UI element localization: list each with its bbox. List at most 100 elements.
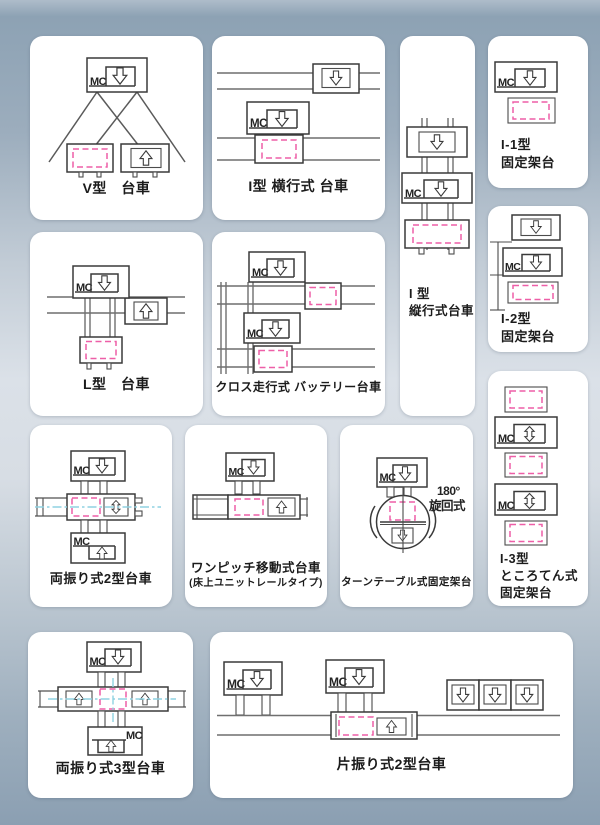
mc-label: MC bbox=[498, 433, 515, 445]
load-position-dashed-box bbox=[509, 390, 543, 409]
cross-rails bbox=[48, 91, 186, 163]
panel-double-swing-type3-cart: MC bbox=[28, 632, 193, 798]
panel-caption: ターンテーブル式固定架台 bbox=[341, 576, 472, 588]
mc-unit: MC bbox=[401, 172, 473, 204]
mc-label: MC bbox=[405, 188, 422, 200]
load-position-dashed-box bbox=[85, 340, 117, 360]
feet bbox=[78, 171, 158, 178]
load-carrier bbox=[507, 97, 556, 124]
mc-label: MC bbox=[250, 118, 267, 130]
waiting-unit-box bbox=[446, 679, 480, 711]
load-carrier bbox=[227, 494, 301, 520]
panel-caption-line1: ワンピッチ移動式台車 bbox=[190, 561, 321, 575]
load-position-dashed-box bbox=[509, 523, 543, 543]
mc-label: MC bbox=[90, 76, 107, 88]
panel-caption-line3: 固定架台 bbox=[500, 585, 553, 600]
mc-unit: MC bbox=[70, 450, 126, 482]
mc-unit: MC bbox=[87, 726, 143, 756]
mc-label: MC bbox=[126, 730, 143, 742]
panel-caption: 両振り式2型台車 bbox=[49, 571, 153, 586]
legs bbox=[337, 692, 373, 713]
panel-caption: I型 横行式 台車 bbox=[248, 178, 349, 194]
arrow-bracket bbox=[241, 458, 266, 476]
rotation-arc-icon bbox=[369, 505, 378, 539]
rotation-note-degrees: 180° bbox=[437, 484, 461, 498]
arrow-bracket bbox=[90, 273, 119, 292]
one-pitch-diagram: MC bbox=[192, 452, 308, 520]
panel-cross-battery-cart: MC MC クロス走行式 バッテリー台車 bbox=[212, 232, 385, 416]
load-position-dashed-box bbox=[72, 148, 108, 168]
mc-label: MC bbox=[252, 267, 269, 279]
arrow-bracket bbox=[266, 109, 298, 128]
load-carrier bbox=[504, 520, 548, 546]
panel-caption-line2: ところてん式 bbox=[500, 568, 579, 583]
mc-label: MC bbox=[498, 77, 515, 89]
i3-diagram: MC MC bbox=[494, 386, 558, 546]
mc-unit: MC bbox=[225, 452, 275, 482]
load-carrier bbox=[66, 143, 114, 173]
mc-label: MC bbox=[505, 261, 521, 273]
load-position-dashed-box bbox=[261, 139, 297, 159]
panel-caption: クロス走行式 バッテリー台車 bbox=[215, 380, 382, 394]
load-position-dashed-box bbox=[412, 224, 462, 244]
load-position-dashed-box bbox=[258, 349, 288, 369]
mc-unit: MC bbox=[376, 457, 428, 488]
waiting-unit-box bbox=[478, 679, 512, 711]
load-position-dashed-box bbox=[71, 497, 101, 517]
panel-caption: 両振り式3型台車 bbox=[55, 760, 166, 776]
mc-label: MC bbox=[247, 328, 264, 340]
turntable-diagram: MC 180° 旋回式 bbox=[369, 457, 467, 553]
panel-caption-line2: (床上ユニットレールタイプ) bbox=[189, 578, 323, 589]
mc-unit: MC bbox=[494, 483, 558, 516]
floor-unit-rail bbox=[192, 494, 308, 520]
i-longitudinal-diagram: MC bbox=[401, 118, 473, 255]
panel-caption: L型 台車 bbox=[82, 376, 151, 392]
panel-caption-line1: I-2型 bbox=[501, 311, 532, 326]
load-position-dashed-box bbox=[512, 101, 550, 120]
mc-unit: MC bbox=[248, 251, 306, 283]
single-swing-2-diagram: MC MC bbox=[217, 659, 560, 740]
vertical-rails bbox=[84, 298, 116, 337]
arrow-bracket bbox=[521, 253, 551, 271]
load-position-dashed-box bbox=[338, 716, 374, 736]
rotation-note-text: 旋回式 bbox=[428, 498, 466, 513]
legs bbox=[235, 694, 271, 716]
legs bbox=[80, 480, 108, 495]
panel-v-type-cart: MC V型 台車 bbox=[30, 36, 203, 220]
arrow-bracket bbox=[242, 669, 272, 689]
mc-unit: MC bbox=[72, 265, 130, 299]
panel-i3-tokoroten-fixed-mount: MC MC I-3型 ところてん式 bbox=[488, 371, 588, 606]
double-swing-2-diagram: MC bbox=[35, 450, 161, 564]
mc-label: MC bbox=[229, 466, 245, 478]
panel-double-swing-type2-cart: MC bbox=[30, 425, 172, 607]
panel-caption-line2: 縦行式台車 bbox=[409, 303, 475, 318]
arrow-bracket bbox=[344, 667, 374, 687]
v-type-diagram: MC bbox=[48, 57, 186, 178]
mc-unit: MC bbox=[494, 416, 558, 449]
load-carrier bbox=[330, 711, 418, 740]
panel-i1-fixed-mount: MC I-1型 固定架台 bbox=[488, 36, 588, 188]
load-position-dashed-box bbox=[509, 455, 543, 475]
panel-caption-line2: 固定架台 bbox=[501, 328, 556, 344]
mc-unit: MC bbox=[502, 247, 563, 277]
side-rails bbox=[38, 690, 186, 708]
load-carrier bbox=[253, 345, 293, 373]
arrow-bracket bbox=[266, 258, 295, 277]
feet bbox=[418, 247, 455, 255]
arrow-bracket bbox=[513, 423, 546, 443]
legs bbox=[97, 710, 126, 728]
panel-caption-line1: I-1型 bbox=[501, 137, 532, 152]
arrow-bracket bbox=[514, 68, 546, 87]
mc-unit: MC bbox=[494, 61, 558, 93]
l-type-diagram: MC bbox=[47, 265, 185, 370]
load-carrier bbox=[254, 134, 304, 164]
legs bbox=[97, 671, 126, 688]
mc-unit: MC bbox=[223, 661, 283, 696]
panel-single-swing-type2-cart: MC MC bbox=[210, 632, 573, 798]
mc-label: MC bbox=[329, 675, 347, 689]
arrow-bracket bbox=[513, 490, 546, 510]
left-rail bbox=[35, 497, 67, 517]
mc-label: MC bbox=[74, 536, 91, 548]
legs bbox=[80, 519, 108, 534]
